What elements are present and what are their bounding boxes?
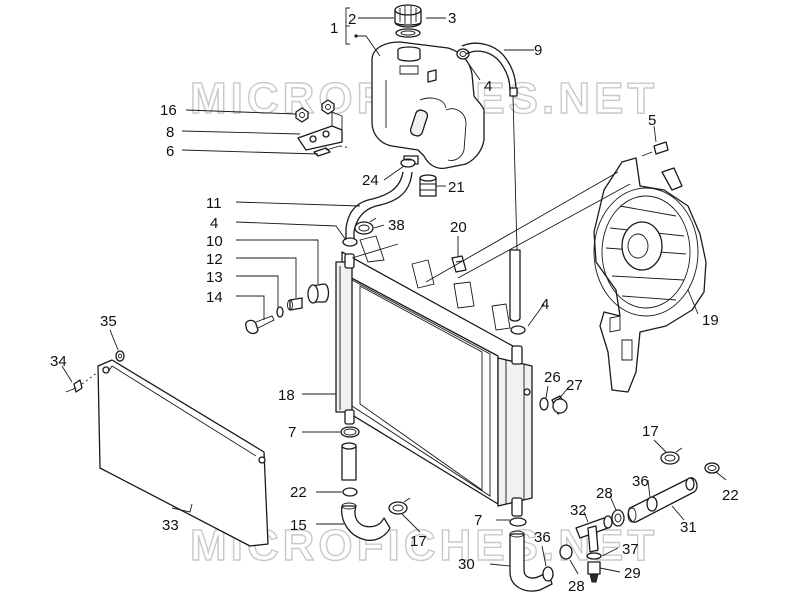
clamp-7-left: [340, 426, 360, 438]
callout-4-right: 4: [541, 296, 549, 313]
hose-31: [627, 477, 698, 523]
lower-left-pipe: [341, 442, 357, 481]
spring-clamp-17-left: [388, 497, 411, 515]
rubber-mount: [307, 283, 330, 304]
radiator-cover: [97, 359, 269, 547]
radiator: [335, 235, 533, 517]
tank-cap: [394, 4, 422, 28]
spring-clamp-17-right: [660, 447, 683, 465]
cover-washer: [115, 350, 125, 362]
callout-numbers: 1 2 3 9 4 16 8 6 5 24 21 11 4 38 20 10 1…: [50, 10, 739, 595]
callout-34: 34: [50, 353, 67, 370]
callout-31: 31: [680, 519, 697, 536]
hose-clip-top: [456, 48, 470, 60]
callout-7-right: 7: [474, 512, 482, 529]
mounting-screw: [245, 315, 275, 335]
tank-grommet: [419, 174, 437, 197]
callout-11: 11: [206, 195, 222, 212]
callout-6: 6: [166, 143, 174, 160]
callout-35: 35: [100, 313, 117, 330]
callout-13: 13: [206, 269, 223, 286]
callout-29: 29: [624, 565, 641, 582]
t-fitting: [575, 515, 613, 553]
callout-30: 30: [458, 556, 475, 573]
clamp-22-left: [342, 487, 358, 497]
callout-12: 12: [206, 251, 223, 268]
leader-lines: [61, 7, 727, 575]
clamp-28-upper: [611, 509, 625, 527]
callout-14: 14: [206, 289, 223, 306]
callout-9: 9: [534, 42, 542, 59]
hose-clip-right: [510, 325, 526, 335]
fan-screw: [641, 141, 669, 157]
drain-washer: [539, 397, 549, 411]
clamp-36-upper: [646, 496, 658, 512]
callout-22-left: 22: [290, 484, 307, 501]
clamp-7-right: [509, 517, 527, 527]
callout-32: 32: [570, 502, 587, 519]
callout-2: 2: [348, 11, 356, 28]
lower-left-hose: [341, 502, 391, 542]
nut-right: [321, 99, 335, 115]
overflow-hose: [461, 42, 521, 322]
callout-37: 37: [622, 541, 639, 558]
callout-5: 5: [648, 112, 656, 129]
callout-24: 24: [362, 172, 379, 189]
callout-19: 19: [702, 312, 719, 329]
hose-clip-middle: [342, 237, 358, 247]
nut-left: [295, 107, 309, 123]
hose-clamp-24: [400, 158, 416, 168]
callout-36-lower: 36: [534, 529, 551, 546]
callout-27: 27: [566, 377, 583, 394]
clamp-36-lower: [542, 566, 554, 582]
sensor-29: [587, 561, 601, 583]
callout-20: 20: [450, 219, 467, 236]
callout-28-upper: 28: [596, 485, 613, 502]
washer: [276, 306, 284, 318]
callout-1: 1: [330, 20, 338, 37]
callout-3: 3: [448, 10, 456, 27]
callout-17-right: 17: [642, 423, 659, 440]
callout-18: 18: [278, 387, 295, 404]
clamp-28-lower: [559, 544, 573, 560]
callout-22-right: 22: [722, 487, 739, 504]
tank-bracket: [297, 111, 343, 151]
callout-33: 33: [162, 517, 179, 534]
callout-15: 15: [290, 517, 307, 534]
clamp-22-right: [704, 462, 720, 474]
callout-17-left: 17: [410, 533, 427, 550]
callout-28-lower: 28: [568, 578, 585, 595]
spring-clamp-38: [354, 217, 377, 235]
drain-plug: [551, 395, 568, 415]
cooling-fan: [593, 157, 707, 393]
cover-screw: [65, 379, 83, 393]
cap-gasket: [395, 28, 421, 38]
callout-8: 8: [166, 124, 174, 141]
callout-7-left: 7: [288, 424, 296, 441]
o-ring-37: [586, 552, 602, 560]
callout-38: 38: [388, 217, 405, 234]
callout-26: 26: [544, 369, 561, 386]
callout-21: 21: [448, 179, 465, 196]
callout-36-upper: 36: [632, 473, 649, 490]
spacer: [287, 297, 303, 311]
callout-4-top: 4: [484, 78, 492, 95]
radiator-clip: [451, 255, 467, 273]
callout-16: 16: [160, 102, 177, 119]
callout-4-mid: 4: [210, 215, 218, 232]
callout-10: 10: [206, 233, 223, 250]
